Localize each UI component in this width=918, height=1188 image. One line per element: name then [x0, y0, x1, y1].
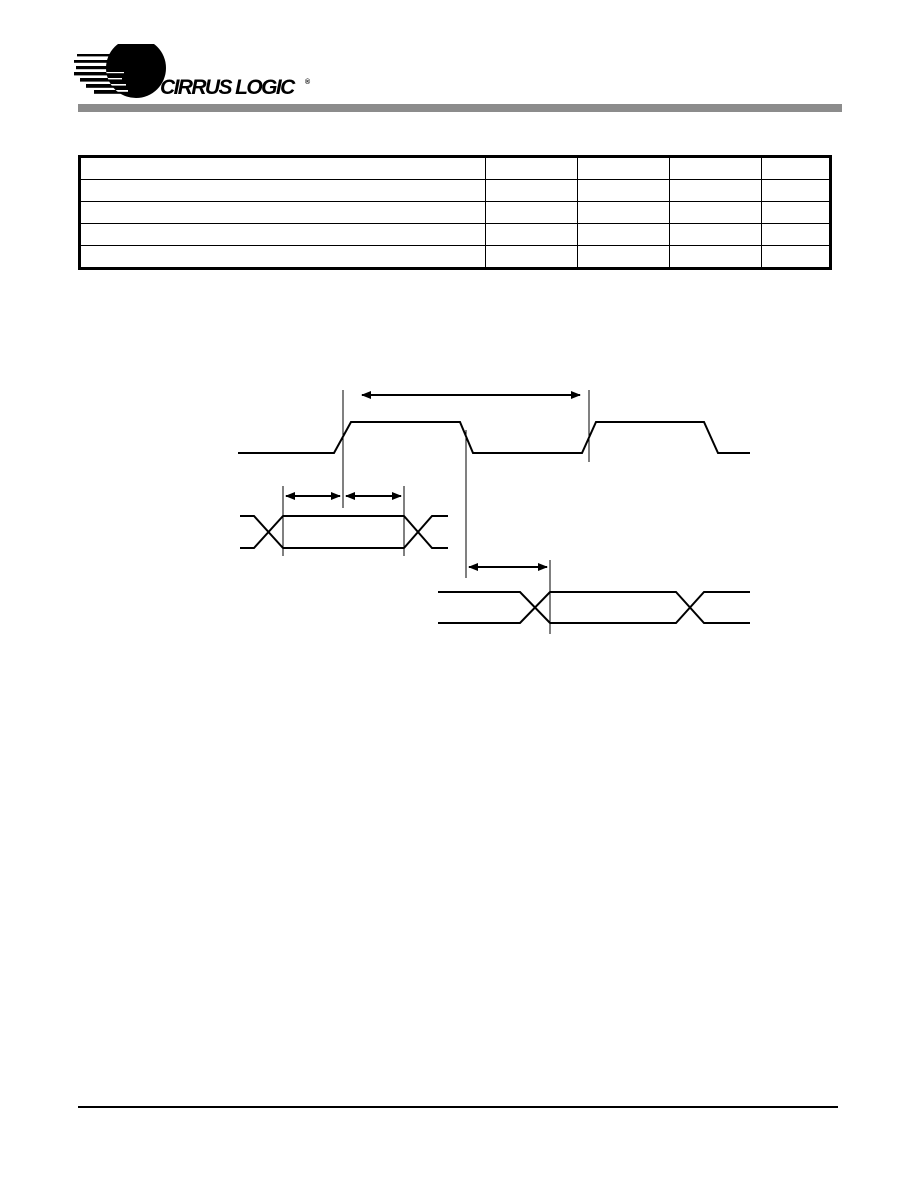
- clock-waveform: [238, 421, 750, 454]
- registered-mark: ®: [305, 79, 311, 86]
- table-cell: [78, 245, 487, 269]
- table-row: [78, 201, 831, 224]
- table-row: [78, 245, 831, 269]
- timing-diagram: [238, 390, 750, 634]
- spec-table: [78, 155, 832, 270]
- input-data-lower: [240, 515, 448, 549]
- table-cell: [485, 245, 579, 269]
- output-data-upper: [438, 591, 750, 624]
- input-data-upper: [240, 515, 448, 549]
- table-cell: [669, 245, 763, 269]
- table-cell: [577, 156, 671, 180]
- table-cell: [485, 156, 579, 180]
- table-cell: [577, 245, 671, 269]
- footer-rule: [78, 1106, 838, 1108]
- table-cell: [761, 156, 831, 180]
- logo-wordmark: CIRRUS LOGIC: [160, 76, 295, 99]
- table-cell: [761, 245, 831, 269]
- table-row: [78, 223, 831, 246]
- header-rule: [78, 104, 842, 112]
- output-data-lower: [438, 591, 750, 624]
- logo-graphic-icon: [74, 44, 166, 98]
- table-row: [78, 179, 831, 202]
- cirrus-logic-logo: CIRRUS LOGIC ®: [74, 44, 324, 104]
